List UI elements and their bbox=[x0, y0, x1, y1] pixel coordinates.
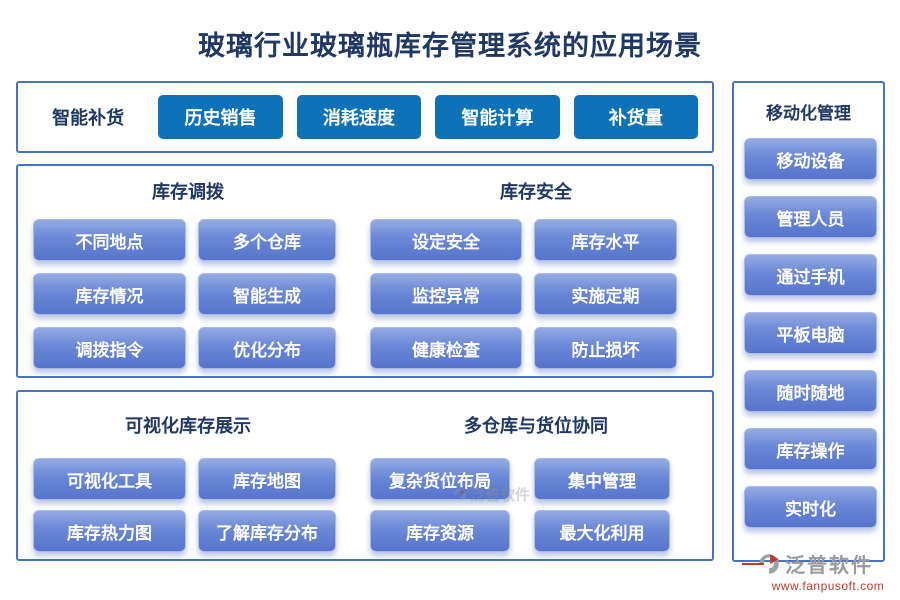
mobile-devices-button[interactable]: 移动设备 bbox=[744, 138, 877, 180]
transfer-orders-button[interactable]: 调拨指令 bbox=[33, 327, 186, 369]
centralized-management-button[interactable]: 集中管理 bbox=[534, 458, 670, 500]
panel-smart-replenishment: 智能补货 历史销售 消耗速度 智能计算 补货量 bbox=[16, 81, 714, 153]
complex-slot-layout-button[interactable]: 复杂货位布局 bbox=[370, 458, 510, 500]
history-sales-button[interactable]: 历史销售 bbox=[158, 95, 283, 139]
brand-url: www.fanpusoft.com bbox=[771, 579, 885, 593]
brand-name: 泛普软件 bbox=[785, 555, 873, 577]
prevent-damage-button[interactable]: 防止损坏 bbox=[534, 327, 677, 369]
tablet-button[interactable]: 平板电脑 bbox=[744, 312, 877, 354]
visualization-tools-button[interactable]: 可视化工具 bbox=[33, 458, 186, 500]
multi-warehouse-title: 多仓库与货位协同 bbox=[464, 416, 608, 436]
inventory-level-button[interactable]: 库存水平 bbox=[534, 219, 677, 261]
panel-transfer-and-safety: 库存调拨 库存安全 不同地点 多个仓库 库存情况 智能生成 调拨指令 优化分布 … bbox=[16, 164, 714, 378]
brand-logo-accent-line bbox=[742, 563, 764, 565]
panel-mobile-management: 移动化管理 移动设备 管理人员 通过手机 平板电脑 随时随地 库存操作 实时化 bbox=[732, 81, 885, 562]
via-phone-button[interactable]: 通过手机 bbox=[744, 254, 877, 296]
mobile-management-group: 移动设备 管理人员 通过手机 平板电脑 随时随地 库存操作 实时化 bbox=[744, 138, 877, 528]
inventory-resources-button[interactable]: 库存资源 bbox=[370, 510, 510, 552]
inventory-status-button[interactable]: 库存情况 bbox=[33, 273, 186, 315]
replenishment-qty-button[interactable]: 补货量 bbox=[573, 95, 698, 139]
maximize-utilization-button[interactable]: 最大化利用 bbox=[534, 510, 670, 552]
monitor-anomaly-button[interactable]: 监控异常 bbox=[370, 273, 522, 315]
visual-inventory-title: 可视化库存展示 bbox=[125, 416, 251, 436]
managers-button[interactable]: 管理人员 bbox=[744, 196, 877, 238]
inventory-map-button[interactable]: 库存地图 bbox=[198, 458, 336, 500]
health-check-button[interactable]: 健康检查 bbox=[370, 327, 522, 369]
multiple-warehouses-button[interactable]: 多个仓库 bbox=[198, 219, 336, 261]
inventory-safety-title: 库存安全 bbox=[500, 182, 572, 202]
inventory-transfer-title: 库存调拨 bbox=[152, 182, 224, 202]
inventory-operations-button[interactable]: 库存操作 bbox=[744, 428, 877, 470]
page-title: 玻璃行业玻璃瓶库存管理系统的应用场景 bbox=[198, 31, 702, 61]
set-safety-button[interactable]: 设定安全 bbox=[370, 219, 522, 261]
smart-generation-button[interactable]: 智能生成 bbox=[198, 273, 336, 315]
mobile-management-title: 移动化管理 bbox=[766, 104, 851, 123]
real-time-button[interactable]: 实时化 bbox=[744, 486, 877, 528]
brand-logo: 泛普软件 www.fanpusoft.com bbox=[742, 549, 900, 593]
periodic-implementation-button[interactable]: 实施定期 bbox=[534, 273, 677, 315]
smart-calculation-button[interactable]: 智能计算 bbox=[435, 95, 560, 139]
smart-replenishment-label: 智能补货 bbox=[52, 108, 125, 128]
panel-visualization-and-coordination: 可视化库存展示 多仓库与货位协同 可视化工具 库存地图 库存热力图 了解库存分布… bbox=[16, 390, 714, 561]
inventory-safety-group: 设定安全 库存水平 监控异常 实施定期 健康检查 防止损坏 bbox=[370, 219, 677, 369]
inventory-distribution-button[interactable]: 了解库存分布 bbox=[198, 510, 336, 552]
different-locations-button[interactable]: 不同地点 bbox=[33, 219, 186, 261]
multi-warehouse-group: 复杂货位布局 集中管理 库存资源 最大化利用 bbox=[370, 458, 670, 552]
inventory-transfer-group: 不同地点 多个仓库 库存情况 智能生成 调拨指令 优化分布 bbox=[33, 219, 336, 369]
optimized-distribution-button[interactable]: 优化分布 bbox=[198, 327, 336, 369]
anytime-anywhere-button[interactable]: 随时随地 bbox=[744, 370, 877, 412]
brand-logo-icon bbox=[759, 553, 779, 574]
visual-inventory-group: 可视化工具 库存地图 库存热力图 了解库存分布 bbox=[33, 458, 336, 552]
inventory-heatmap-button[interactable]: 库存热力图 bbox=[33, 510, 186, 552]
consumption-rate-button[interactable]: 消耗速度 bbox=[296, 95, 422, 139]
